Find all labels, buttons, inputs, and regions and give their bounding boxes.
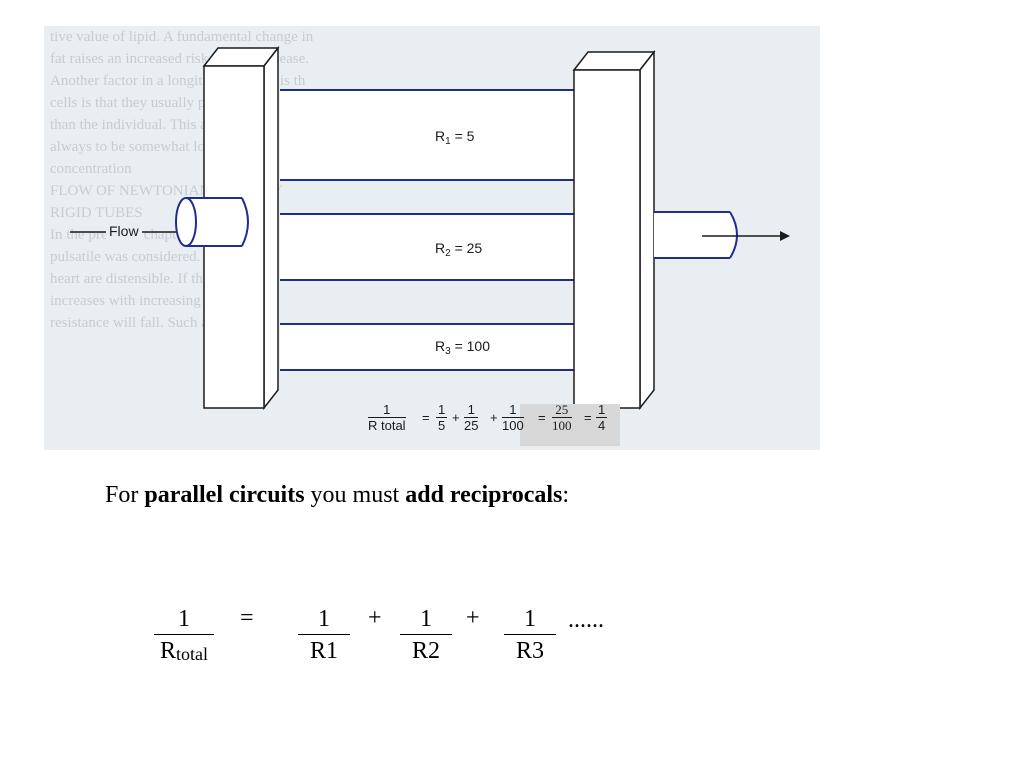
resistor-value: = 5 xyxy=(450,128,475,144)
right-plate-front xyxy=(573,69,641,409)
tube-r1-body xyxy=(280,90,616,180)
eq-result2-den: 4 xyxy=(598,418,606,433)
formula-lhs-num: 1 xyxy=(154,604,214,635)
resistor-subscript: 1 xyxy=(445,136,451,147)
parallel-flow-figure: tive value of lipid. A fundamental chang… xyxy=(44,26,820,450)
formula-term3: 1 R3 xyxy=(504,604,556,667)
eq-term2-den: 25 xyxy=(464,418,479,433)
formula-equals: = xyxy=(240,605,254,631)
left-plate-side xyxy=(263,45,279,411)
formula-plus-1: + xyxy=(368,605,382,631)
formula-lhs: 1 Rtotal xyxy=(154,604,214,668)
caption-part: you must xyxy=(304,482,406,508)
formula-lhs-den-main: R xyxy=(159,638,176,664)
eq-lhs-den: R total xyxy=(368,418,406,433)
right-plate-side xyxy=(639,49,655,411)
eq-equals-2: = xyxy=(538,410,546,425)
resistor-subscript: 3 xyxy=(445,346,451,357)
eq-term3-fraction: 1 100 xyxy=(502,402,524,433)
eq-equals-3: = xyxy=(584,410,592,425)
eq-term1-fraction: 1 5 xyxy=(436,402,448,433)
scan-line: concentration xyxy=(50,161,132,177)
formula-lhs-den: Rtotal xyxy=(154,635,214,668)
resistor-symbol: R xyxy=(435,240,446,256)
formula-ellipsis: ...... xyxy=(568,607,604,633)
eq-equals-1: = xyxy=(422,410,430,425)
equation-highlight xyxy=(520,404,620,446)
eq-term1-num: 1 xyxy=(436,402,448,418)
flow-diagram-svg xyxy=(70,45,790,446)
caption-part: For xyxy=(105,482,145,508)
eq-result2-num: 1 xyxy=(596,402,608,418)
resistor-label-r1: R1 = 5 xyxy=(435,128,475,147)
resistor-value: = 25 xyxy=(450,240,483,256)
eq-plus-1: + xyxy=(452,410,460,425)
eq-result2-fraction: 1 4 xyxy=(596,402,608,433)
eq-term3-num: 1 xyxy=(502,402,524,418)
scan-line: tive value of lipid. A fundamental chang… xyxy=(50,29,314,45)
scan-line: resistance will fall. Such an effect xyxy=(50,315,253,331)
formula-term2: 1 R2 xyxy=(400,604,452,667)
eq-result1-num: 25 xyxy=(552,402,572,418)
formula-term3-num: 1 xyxy=(504,604,556,635)
outlet-tube-end xyxy=(729,211,738,259)
eq-result1-den: 100 xyxy=(552,418,572,433)
caption-part: : xyxy=(562,482,570,508)
eq-term1-den: 5 xyxy=(438,418,446,433)
resistor-label-r3: R3 = 100 xyxy=(435,338,491,357)
formula-term1-num: 1 xyxy=(298,604,350,635)
outflow-arrowhead xyxy=(780,231,790,241)
formula-term2-num: 1 xyxy=(400,604,452,635)
formula-term1-den: R1 xyxy=(309,638,338,664)
caption-text: For parallel circuits you must add recip… xyxy=(105,482,569,509)
eq-lhs-fraction: 1 R total xyxy=(368,402,406,433)
eq-plus-2: + xyxy=(490,410,498,425)
tube-r3-body xyxy=(280,324,616,370)
inlet-tube-end xyxy=(241,197,249,247)
formula-plus-2: + xyxy=(466,605,480,631)
eq-term3-den: 100 xyxy=(502,418,524,433)
tube-r2-body xyxy=(280,214,616,280)
outlet-tube-body xyxy=(654,212,730,258)
eq-term2-fraction: 1 25 xyxy=(464,402,479,433)
inlet-tube-mouth xyxy=(175,197,197,247)
scan-line: heart are distensible. If the diame xyxy=(50,271,250,287)
caption-bold-parallel: parallel circuits xyxy=(144,482,305,508)
eq-term2-num: 1 xyxy=(464,402,479,418)
resistor-label-r2: R2 = 25 xyxy=(435,240,483,259)
eq-lhs-num: 1 xyxy=(368,402,406,418)
caption-bold-reciprocals: add reciprocals xyxy=(405,482,563,508)
formula-lhs-den-sub: total xyxy=(176,644,208,664)
formula-term1: 1 R1 xyxy=(298,604,350,667)
resistor-symbol: R xyxy=(435,338,446,354)
flow-label: Flow xyxy=(106,223,142,239)
formula-term2-den: R2 xyxy=(411,638,440,664)
resistor-value: = 100 xyxy=(450,338,491,354)
scan-line: RIGID TUBES xyxy=(50,205,143,221)
resistor-subscript: 2 xyxy=(445,248,451,259)
resistor-symbol: R xyxy=(435,128,446,144)
eq-result1-fraction: 25 100 xyxy=(552,402,572,433)
formula-term3-den: R3 xyxy=(515,638,544,664)
